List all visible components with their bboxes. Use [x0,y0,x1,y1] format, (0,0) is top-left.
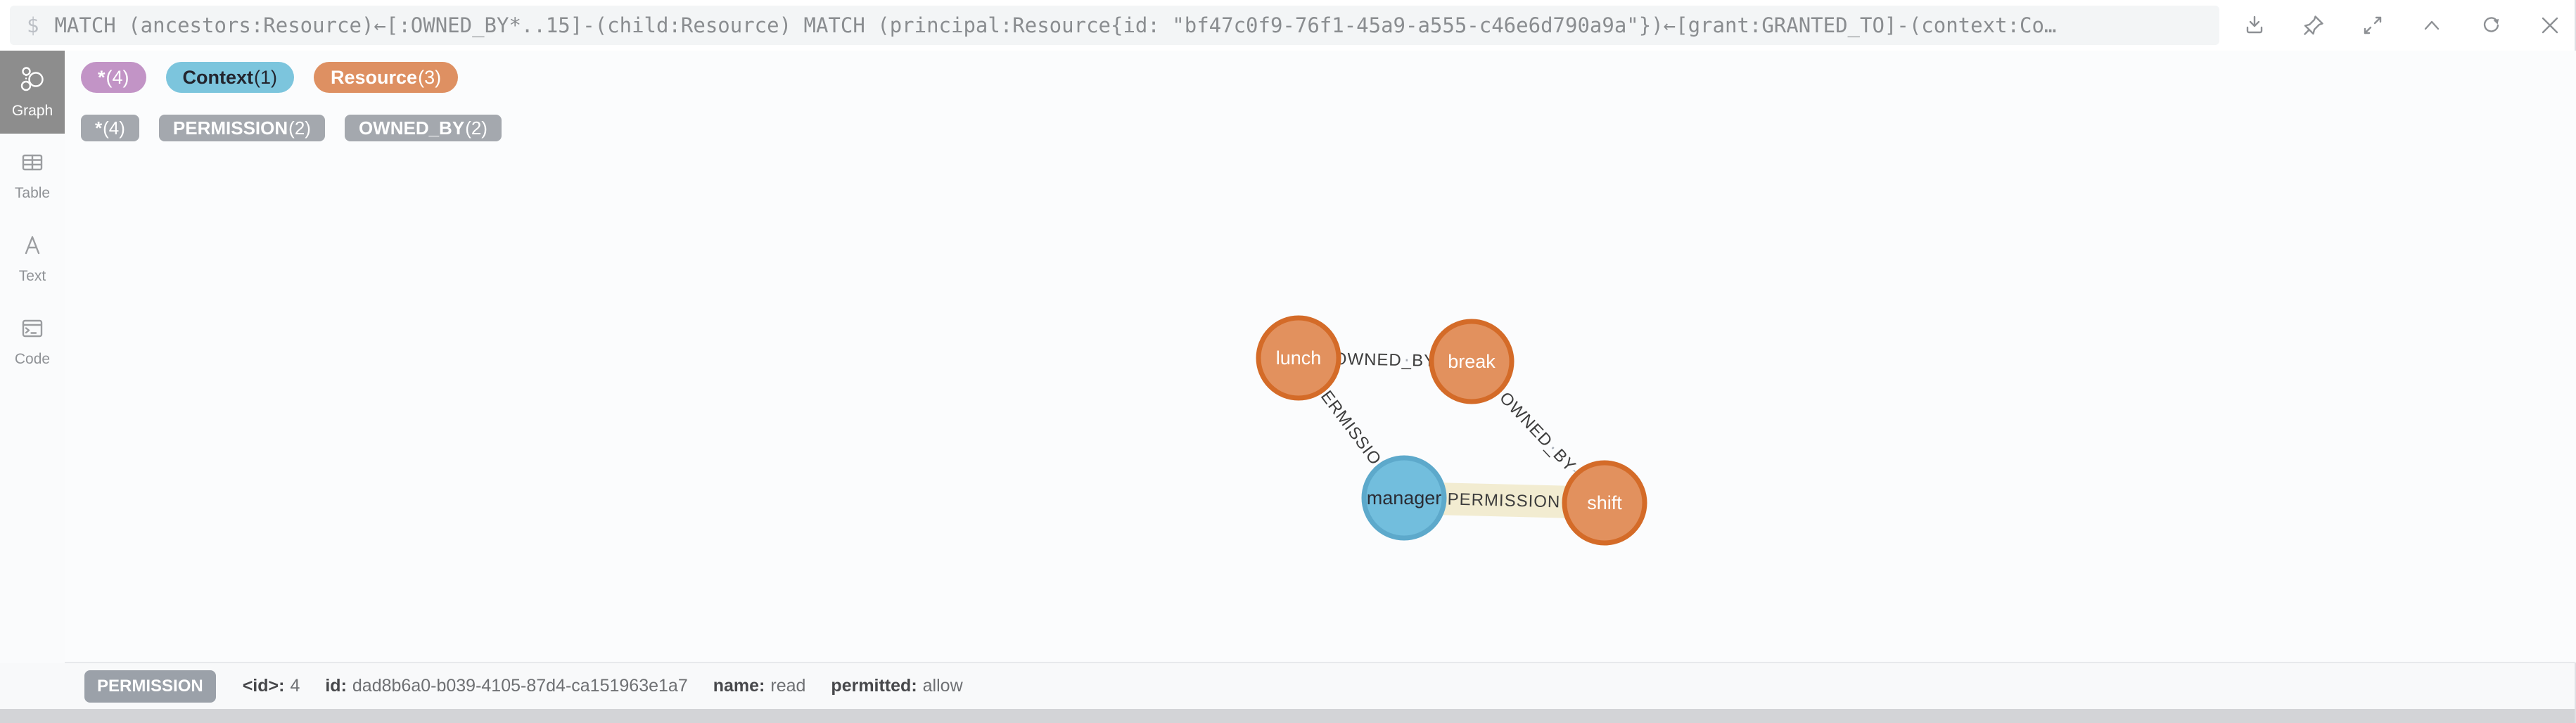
node-label-pill[interactable]: Context (1) [165,62,295,93]
tab-code[interactable]: Code [0,300,65,383]
relationship-type-pill[interactable]: PERMISSION (2) [158,115,325,141]
node-label-pills: * (4) Context (1) Resource (3) [81,62,502,93]
expand-icon[interactable] [2359,12,2386,39]
property-pair: name:read [713,676,806,696]
close-icon[interactable] [2537,12,2563,39]
pin-icon[interactable] [2300,12,2327,39]
query-input[interactable]: $ MATCH (ancestors:Resource)←[:OWNED_BY*… [10,6,2219,45]
edge-label[interactable]: OWNED_BY [1490,383,1585,481]
property-pair: permitted:allow [831,676,963,696]
code-icon [22,319,43,338]
graph-edge-permission[interactable] [1332,402,1380,466]
graph-node-lunch[interactable] [1256,315,1341,401]
cypher-query-text: MATCH (ancestors:Resource)←[:OWNED_BY*..… [54,13,2057,37]
graph-edge-owned_by[interactable] [1339,357,1415,362]
node-label-pill[interactable]: * (4) [81,62,146,93]
property-pair: <id>:4 [242,676,300,696]
collapse-icon[interactable] [2418,12,2445,39]
frame-bottom-edge [0,709,2575,723]
legend: * (4) Context (1) Resource (3) * (4) [81,62,502,141]
statusbar-divider [65,662,2575,663]
table-icon [22,154,43,171]
tab-graph[interactable]: Graph [0,51,65,134]
rerun-icon[interactable] [2478,12,2504,39]
edge-arrowhead [1324,391,1338,408]
tab-code-label: Code [14,351,51,367]
tab-text[interactable]: Text [0,217,65,300]
graph-visualization[interactable]: OWNED_BYOWNED_BYPERMISSIONPERMISSIONlunc… [65,51,2576,663]
graph-edge-permission[interactable] [1445,497,1548,503]
view-mode-sidebar: Graph Table Text Code [0,51,65,709]
edge-arrowhead [1560,456,1576,473]
node-label-manager: manager [1367,487,1442,508]
edge-arrowhead [1547,495,1563,508]
graph-node-break[interactable] [1429,319,1515,404]
query-header: $ MATCH (ancestors:Resource)←[:OWNED_BY*… [0,0,2575,51]
node-label-break: break [1448,351,1496,372]
tab-table-label: Table [14,185,51,201]
prompt-symbol: $ [27,13,39,37]
graph-node-manager[interactable] [1361,455,1447,541]
selected-type-pill: PERMISSION [84,670,216,703]
node-label-shift: shift [1587,492,1622,513]
graph-node-shift[interactable] [1562,460,1647,546]
download-icon[interactable] [2241,12,2268,39]
graph-icon [20,67,44,91]
tab-text-label: Text [18,268,46,284]
node-label-lunch: lunch [1276,347,1322,369]
edge-label[interactable]: PERMISSION [1441,485,1566,518]
graph-edge-owned_by[interactable] [1499,390,1567,463]
text-icon [25,236,40,255]
relationship-type-pill[interactable]: OWNED_BY (2) [344,115,502,141]
node-label-pill[interactable]: Resource (3) [314,62,459,93]
tab-table[interactable]: Table [0,134,65,217]
relationship-type-pills: * (4) PERMISSION (2) OWNED_BY (2) [81,115,502,141]
relationship-type-pill[interactable]: * (4) [81,115,139,141]
selection-statusbar: PERMISSION <id>:4 id:dad8b6a0-b039-4105-… [0,663,2575,709]
selected-properties: <id>:4 id:dad8b6a0-b039-4105-87d4-ca1519… [243,676,963,696]
tab-graph-label: Graph [11,103,53,119]
edge-label[interactable]: OWNED_BY [1328,344,1442,376]
property-pair: id:dad8b6a0-b039-4105-87d4-ca151963e1a7 [325,676,688,696]
frame-actions [2241,0,2563,51]
edge-arrowhead [1414,354,1430,367]
